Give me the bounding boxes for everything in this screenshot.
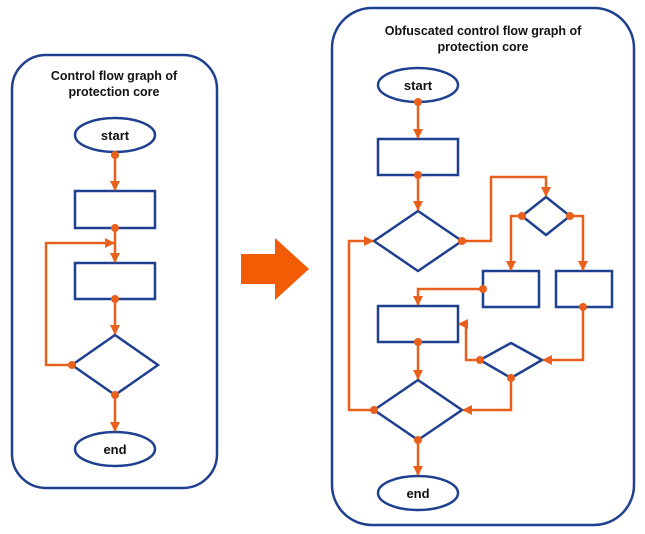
right-edge-blockb-to-decision3 xyxy=(542,307,585,365)
left-panel-title-line1: Control flow graph of xyxy=(51,69,178,83)
right-panel-title-line1: Obfuscated control flow graph of xyxy=(385,24,582,38)
right-dot-block2 xyxy=(414,338,422,346)
left-dot-decision-bottom xyxy=(111,391,119,399)
right-block-1 xyxy=(376,137,460,177)
right-edge-decision3-to-block2 xyxy=(458,319,480,362)
left-dot-decision-left xyxy=(68,361,76,369)
left-dot-block1 xyxy=(111,224,119,232)
left-block-1 xyxy=(73,189,157,230)
left-dot-start xyxy=(111,151,119,159)
right-panel-title-line2: protection core xyxy=(438,40,529,54)
right-edge-blocka-to-block2 xyxy=(413,287,483,306)
left-block-2 xyxy=(73,261,157,301)
right-dot-block1 xyxy=(414,171,422,179)
right-start-label: start xyxy=(404,78,433,93)
right-end-label: end xyxy=(406,486,429,501)
right-block-2 xyxy=(376,304,460,344)
right-end-node xyxy=(376,474,460,512)
right-dot-start xyxy=(414,98,422,106)
left-edge-loop-back xyxy=(44,238,115,367)
left-panel-title-line2: protection core xyxy=(69,85,160,99)
right-dot-decision3-bottom xyxy=(507,374,515,382)
right-edge-decision3-to-decision4 xyxy=(462,378,513,415)
left-end-node xyxy=(73,430,157,468)
right-dot-decision3-left xyxy=(476,356,484,364)
right-dot-blocka xyxy=(479,285,487,293)
right-dot-decision4-bottom xyxy=(414,436,422,444)
right-block-a xyxy=(481,269,541,309)
left-start-label: start xyxy=(101,128,130,143)
right-edge-decision2-to-blockb xyxy=(570,214,588,271)
transform-arrow-icon xyxy=(241,238,309,300)
left-dot-block2 xyxy=(111,295,119,303)
right-decision-2 xyxy=(519,195,573,237)
right-edge-loop-back xyxy=(347,236,374,412)
right-decision-1 xyxy=(371,209,465,273)
right-panel: Obfuscated control flow graph of protect… xyxy=(330,6,636,527)
right-dot-decision4-left xyxy=(370,406,378,414)
left-end-label: end xyxy=(103,442,126,457)
right-dot-blockb xyxy=(579,303,587,311)
right-block-b xyxy=(554,269,614,309)
right-edge-decision1-to-decision2 xyxy=(462,175,551,243)
left-panel: Control flow graph of protection core st… xyxy=(10,53,219,490)
right-dot-decision2-right xyxy=(566,212,574,220)
right-dot-decision1-right xyxy=(458,237,466,245)
right-dot-decision2-left xyxy=(518,212,526,220)
